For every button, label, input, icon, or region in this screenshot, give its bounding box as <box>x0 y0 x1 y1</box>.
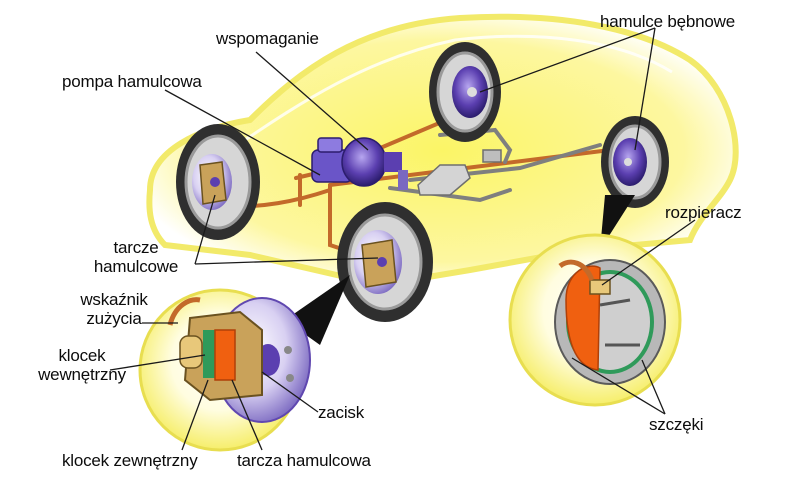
label-rozpieracz: rozpieracz <box>665 203 742 222</box>
label-tarcze-line2: hamulcowe <box>93 257 179 276</box>
label-pompa-hamulcowa: pompa hamulcowa <box>62 72 202 91</box>
label-szczeki: szczęki <box>649 415 704 434</box>
label-tarcza-hamulcowa: tarcza hamulcowa <box>237 451 371 470</box>
label-zacisk: zacisk <box>318 403 365 422</box>
car-body <box>146 13 739 289</box>
drum-brake-callout <box>508 195 682 407</box>
pressure-regulator <box>417 149 502 196</box>
label-klocek-zewnetrzny: klocek zewnętrzny <box>62 451 198 470</box>
label-hamulce-bebnowe: hamulce bębnowe <box>600 12 735 31</box>
front-left-wheel <box>176 124 260 240</box>
label-klocek-wewn-line2: wewnętrzny <box>38 365 126 384</box>
rear-right-wheel <box>601 116 669 208</box>
master-cylinder-booster <box>311 137 408 190</box>
label-klocek-wewn-line1: klocek <box>58 346 106 365</box>
label-wskaznik-zuzycia: wskaźnik zużycia <box>72 290 156 328</box>
label-wskaznik-line1: wskaźnik <box>80 290 148 309</box>
label-klocek-wewnetrzny: klocek wewnętrzny <box>30 346 134 384</box>
label-tarcze-hamulcowe: tarcze hamulcowe <box>76 238 196 276</box>
disc-brake-callout <box>138 275 350 452</box>
leader-lines <box>109 27 696 451</box>
label-tarcze-line1: tarcze <box>113 238 159 257</box>
front-right-wheel <box>337 202 433 322</box>
label-wskaznik-line2: zużycia <box>86 309 142 328</box>
label-wspomaganie: wspomaganie <box>216 29 319 48</box>
rear-left-wheel <box>429 42 501 142</box>
